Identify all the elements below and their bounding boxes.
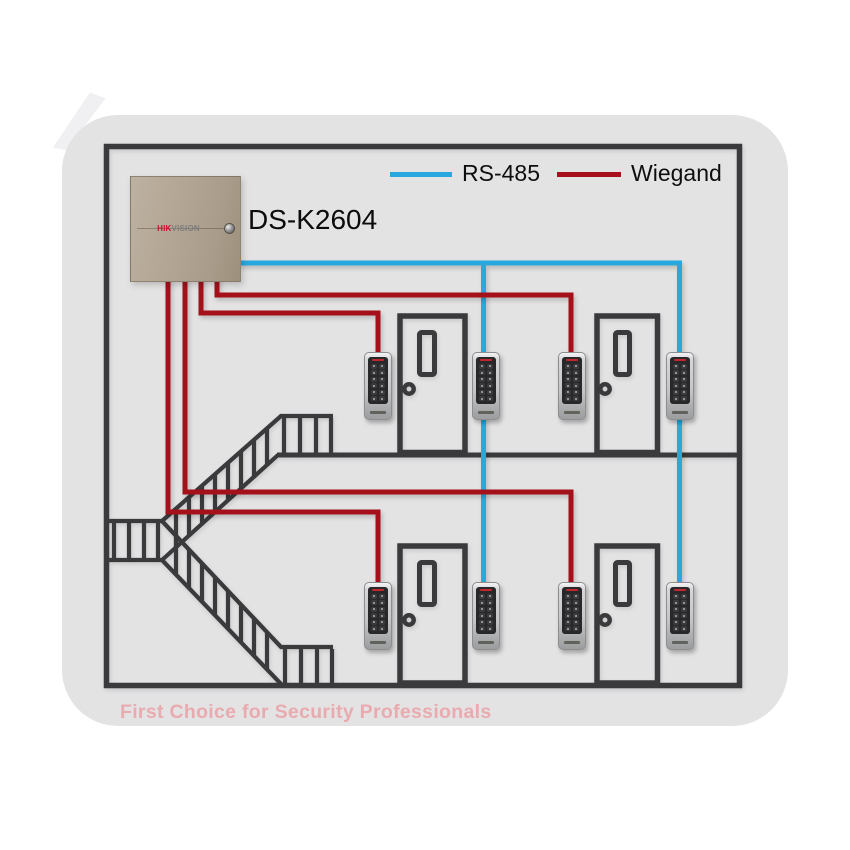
lower-landing-balusters [282, 649, 335, 683]
mid-landing-balusters [111, 523, 161, 558]
keypad-reader-f1-2-rs485 [472, 582, 500, 650]
stair-lower-stringer [160, 558, 284, 687]
door-handle [402, 613, 416, 627]
keypad-reader-f2-3-wiegand [558, 352, 586, 420]
building-frame [103, 143, 743, 689]
controller-model-label: DS-K2604 [248, 204, 378, 235]
keypad-reader-f1-3-wiegand [558, 582, 586, 650]
legend-rs485-label: RS-485 [462, 160, 540, 186]
wiegand-wire-f1-left [165, 277, 381, 586]
staircase [107, 413, 335, 687]
doors [397, 313, 661, 686]
keypad-reader-f1-1-wiegand [364, 582, 392, 650]
wiegand-wires [165, 277, 574, 586]
reader-face [368, 357, 388, 404]
door-floor2-left [397, 313, 468, 456]
reader-led [372, 358, 384, 361]
stair-lower-rail [160, 519, 333, 650]
keypad-reader-f2-2-rs485 [472, 352, 500, 420]
door-floor2-right [594, 313, 661, 456]
door-floor1-left [397, 543, 468, 686]
building-structure [103, 143, 743, 689]
rs485-main-run [238, 260, 682, 584]
lower-flight-balusters [173, 535, 270, 670]
panel-lock-knob [224, 223, 235, 234]
keypad-reader-f1-4-rs485 [666, 582, 694, 650]
reader-keypad [371, 363, 385, 401]
legend-wiegand-label: Wiegand [631, 160, 722, 186]
wiegand-wire-f1-right [182, 277, 574, 586]
legend-wiegand-swatch [557, 172, 621, 177]
panel-seam [137, 228, 234, 229]
keypad-reader-f2-1-wiegand [364, 352, 392, 420]
door-handle [598, 613, 612, 627]
logo-vision: VISION [171, 223, 200, 233]
tagline-text: First Choice for Security Professionals [120, 701, 492, 723]
door-handle [402, 382, 416, 396]
stair-mid-landing [107, 518, 162, 563]
wiegand-wire-f2-right [214, 277, 574, 356]
reader-brand-plate [370, 411, 386, 414]
rs485-bus [238, 260, 682, 584]
upper-flight-balusters [173, 428, 270, 548]
door-handle [598, 382, 612, 396]
wiegand-wire-f2-left [198, 277, 381, 356]
legend-rs485-swatch [390, 172, 452, 177]
keypad-reader-f2-4-rs485 [666, 352, 694, 420]
upper-landing-balusters [281, 418, 334, 453]
logo-hik: HIK [157, 223, 172, 233]
door-floor1-right [594, 543, 661, 686]
